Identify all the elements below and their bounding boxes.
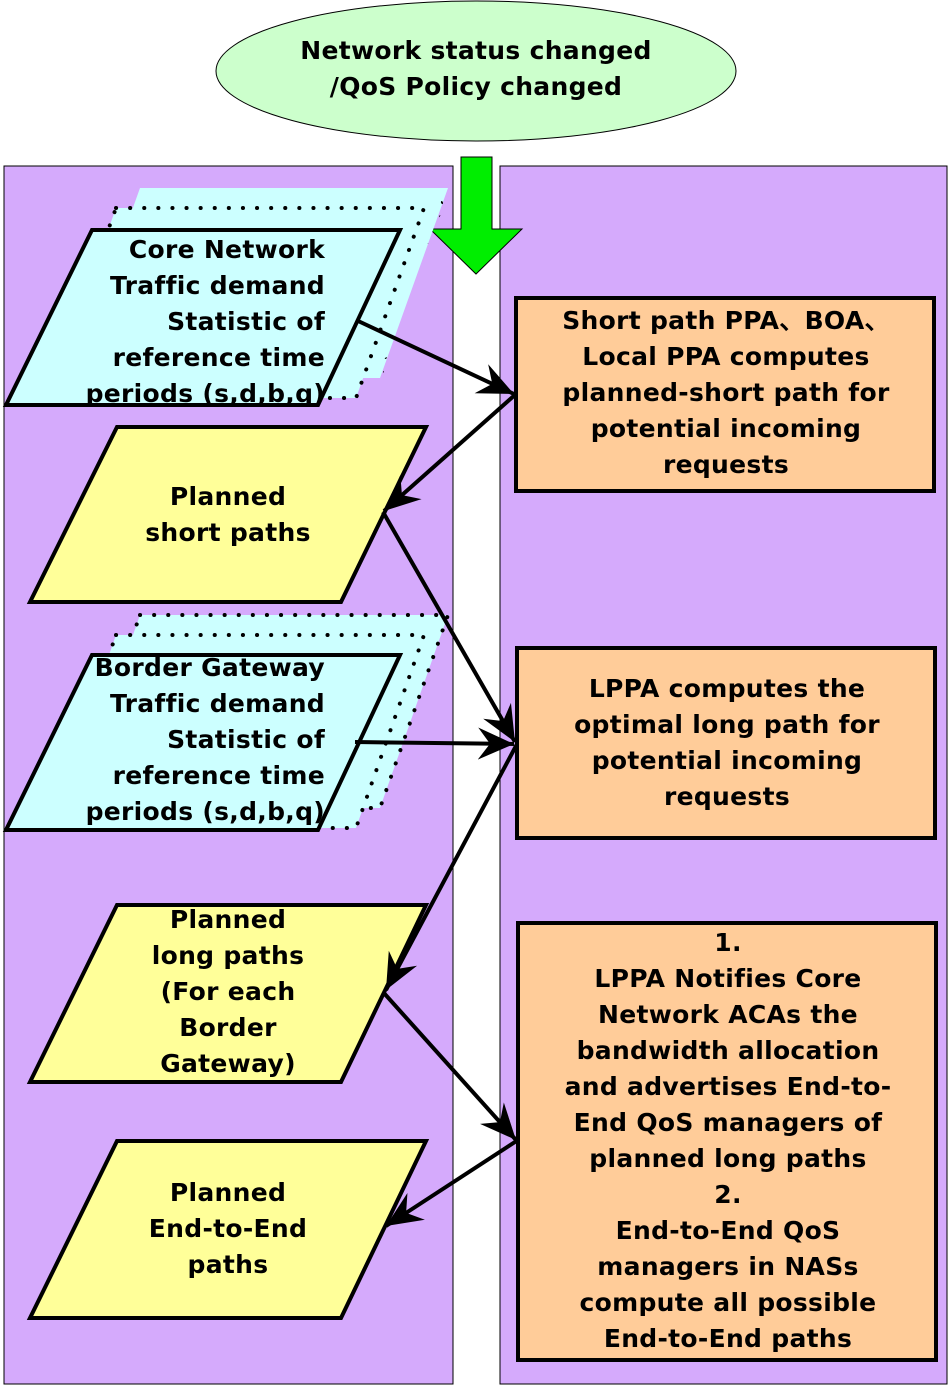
planned-e2e-line: Planned	[169, 1177, 287, 1207]
lppa-line: LPPA computes the	[588, 674, 866, 703]
core-network-line: periods (s,d,b,q)	[85, 379, 325, 408]
border-gateway-data-stack	[2, 613, 451, 832]
border-gateway-line: Statistic of	[167, 725, 325, 754]
border-gateway-line: reference time	[112, 761, 325, 790]
core-network-line: reference time	[112, 343, 325, 372]
arrow-notify-to-e2e-paths	[384, 1138, 520, 1228]
notify-line: compute all possible	[579, 1288, 877, 1317]
short-path-line: planned-short path for	[562, 378, 890, 407]
planned-long-line: long paths	[151, 941, 305, 970]
short-path-line: requests	[662, 450, 790, 479]
trigger-line: /QoS Policy changed	[329, 72, 623, 101]
planned-long-line: Planned	[169, 905, 287, 934]
planned-short-line: Planned	[169, 481, 287, 511]
arrow-long-paths-to-notify	[381, 990, 518, 1142]
notify-line: LPPA Notifies Core	[594, 964, 862, 993]
planned-long-line: Gateway)	[160, 1049, 296, 1078]
planned-short-paths-shape	[26, 425, 430, 604]
lppa-line: optimal long path for	[574, 710, 880, 739]
planned-short-paths-label: Planned short paths	[78, 427, 378, 602]
notify-line: and advertises End-to-	[564, 1072, 892, 1101]
planned-short-line: short paths	[145, 517, 311, 547]
arrow-border-to-lppa	[354, 727, 515, 760]
notify-process-label: 1. LPPA Notifies Core Network ACAs the b…	[518, 924, 938, 1358]
lppa-process-box	[515, 646, 937, 840]
core-network-data-label: Core Network Traffic demand Statistic of…	[20, 232, 325, 412]
notify-line: Network ACAs the	[598, 1000, 858, 1029]
notify-line: End-to-End paths	[603, 1324, 853, 1353]
trigger-label: Network status changed /QoS Policy chang…	[216, 33, 736, 105]
short-path-line: Short path PPA、BOA、	[562, 306, 890, 335]
planned-e2e-line: End-to-End	[148, 1213, 308, 1243]
lppa-line: requests	[663, 782, 791, 811]
core-network-data-shape	[2, 228, 404, 407]
planned-e2e-line: paths	[187, 1249, 269, 1279]
notify-line: End QoS managers of	[573, 1108, 883, 1137]
core-network-line: Statistic of	[167, 307, 325, 336]
arrow-lppa-to-long-paths	[384, 743, 519, 991]
arrow-short-process-to-short-paths	[382, 392, 518, 513]
border-gateway-line: Border Gateway	[94, 653, 325, 682]
border-gateway-data-shape	[2, 653, 404, 832]
start-arrow-icon	[428, 156, 524, 275]
border-gateway-line: periods (s,d,b,q)	[85, 797, 325, 826]
notify-line: managers in NASs	[597, 1252, 859, 1281]
arrow-core-to-short-process	[355, 318, 515, 396]
core-network-line: Traffic demand	[109, 271, 325, 300]
border-gateway-line: Traffic demand	[109, 689, 325, 718]
planned-e2e-paths-shape	[26, 1139, 430, 1320]
arrow-short-paths-to-lppa	[381, 511, 517, 743]
notify-line: End-to-End QoS	[615, 1216, 841, 1245]
planned-long-line: Border	[179, 1013, 277, 1042]
core-network-data-stack	[2, 186, 451, 407]
notify-line: 1.	[714, 928, 742, 957]
short-path-line: Local PPA computes	[582, 342, 870, 371]
planned-long-line: (For each	[160, 977, 296, 1006]
trigger-ellipse	[215, 0, 737, 142]
lppa-process-label: LPPA computes the optimal long path for …	[517, 650, 937, 836]
planned-e2e-paths-label: Planned End-to-End paths	[78, 1141, 378, 1316]
planned-long-paths-shape	[26, 903, 430, 1084]
notify-line: bandwidth allocation	[576, 1036, 880, 1065]
short-path-process-box	[514, 296, 936, 493]
short-path-process-label: Short path PPA、BOA、 Local PPA computes p…	[516, 302, 936, 484]
planned-long-paths-label: Planned long paths (For each Border Gate…	[78, 902, 378, 1082]
short-path-line: potential incoming	[590, 414, 862, 443]
core-network-line: Core Network	[128, 235, 325, 264]
trigger-line: Network status changed	[300, 36, 652, 65]
border-gateway-data-label: Border Gateway Traffic demand Statistic …	[20, 650, 325, 830]
lppa-line: potential incoming	[591, 746, 863, 775]
notify-line: 2.	[714, 1180, 742, 1209]
notify-line: planned long paths	[589, 1144, 867, 1173]
notify-process-box	[516, 921, 938, 1362]
